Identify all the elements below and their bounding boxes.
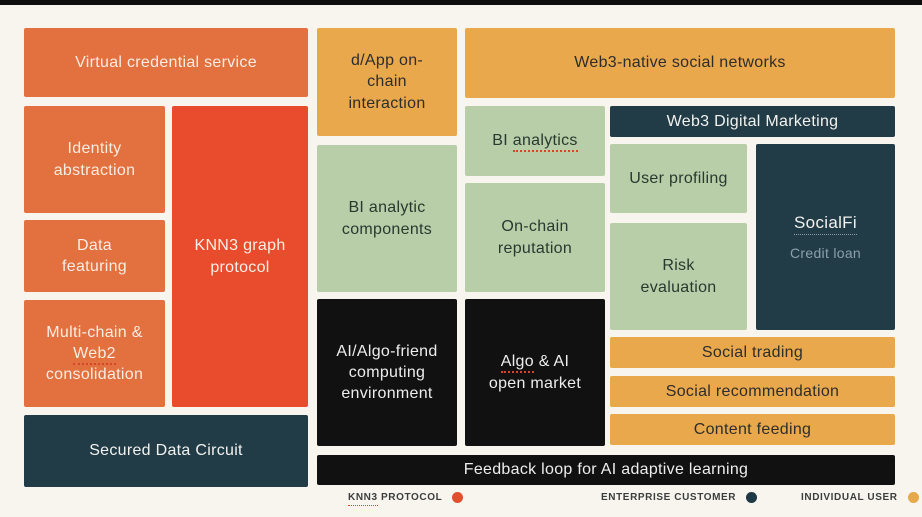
box-web3-digital-marketing: Web3 Digital Marketing: [610, 106, 895, 137]
secured-data-circuit-label: Secured Data Circuit: [89, 442, 243, 460]
box-multichain-web2-consolidation: Multi-chain & Web2 consolidation: [24, 300, 165, 407]
virtual-credential-service-label: Virtual credential service: [75, 53, 257, 71]
box-bi-analytics: BI analytics: [465, 106, 605, 176]
ai-algo-friend-environment-label: AI/Algo-friend computing environment: [336, 342, 438, 403]
risk-evaluation-label: Risk evaluation: [640, 257, 717, 296]
legend-individual-user: INDIVIDUAL USER: [801, 492, 919, 503]
box-identity-abstraction: Identity abstraction: [24, 106, 165, 213]
user-profiling-label: User profiling: [629, 169, 728, 187]
data-featuring-label: Data featuring: [62, 236, 127, 275]
box-dapp-onchain-interaction: d/App on-chain interaction: [317, 28, 457, 136]
box-secured-data-circuit: Secured Data Circuit: [24, 415, 308, 487]
dapp-onchain-interaction-label: d/App on-chain interaction: [348, 52, 426, 112]
legend-knn3-protocol-label: KNN3 PROTOCOL: [348, 492, 442, 506]
box-ai-algo-friend-environment: AI/Algo-friend computing environment: [317, 299, 457, 446]
box-risk-evaluation: Risk evaluation: [610, 223, 747, 330]
box-algo-ai-open-market: Algo & AI open market: [465, 299, 605, 446]
box-virtual-credential-service: Virtual credential service: [24, 28, 308, 97]
socialfi-label: SocialFi Credit loan: [789, 212, 861, 261]
feedback-loop-label: Feedback loop for AI adaptive learning: [463, 461, 749, 479]
legend-enterprise-customer-label: ENTERPRISE CUSTOMER: [601, 492, 737, 503]
box-socialfi: SocialFi Credit loan: [756, 144, 895, 330]
box-social-recommendation: Social recommendation: [610, 376, 895, 407]
box-user-profiling: User profiling: [610, 144, 747, 213]
knn3-graph-protocol-label: KNN3 graph protocol: [194, 237, 286, 276]
socialfi-subtitle: Credit loan: [789, 244, 861, 261]
box-bi-analytic-components: BI analytic components: [317, 145, 457, 292]
top-black-bar: [0, 0, 922, 5]
onchain-reputation-label: On-chain reputation: [497, 218, 573, 257]
web3-native-social-networks-label: Web3-native social networks: [574, 54, 786, 72]
bi-analytics-label: BI analytics: [492, 130, 578, 153]
box-knn3-graph-protocol: KNN3 graph protocol: [172, 106, 308, 407]
box-content-feeding: Content feeding: [610, 414, 895, 445]
social-recommendation-label: Social recommendation: [665, 382, 840, 400]
multichain-web2-consolidation-label: Multi-chain & Web2 consolidation: [45, 323, 144, 384]
box-feedback-loop: Feedback loop for AI adaptive learning: [317, 455, 895, 485]
box-onchain-reputation: On-chain reputation: [465, 183, 605, 292]
legend-enterprise-customer: ENTERPRISE CUSTOMER: [601, 492, 758, 503]
box-social-trading: Social trading: [610, 337, 895, 368]
content-feeding-label: Content feeding: [693, 420, 812, 438]
legend-dot-knn3-protocol: [452, 492, 464, 503]
legend-knn3-protocol: KNN3 PROTOCOL: [348, 492, 464, 506]
identity-abstraction-label: Identity abstraction: [53, 140, 136, 179]
box-web3-native-social-networks: Web3-native social networks: [465, 28, 895, 98]
web3-digital-marketing-label: Web3 Digital Marketing: [666, 112, 839, 130]
algo-ai-open-market-label: Algo & AI open market: [488, 353, 582, 392]
box-data-featuring: Data featuring: [24, 220, 165, 292]
legend-individual-user-label: INDIVIDUAL USER: [801, 492, 898, 503]
bi-analytic-components-label: BI analytic components: [341, 199, 433, 238]
social-trading-label: Social trading: [701, 343, 804, 361]
legend-dot-enterprise-customer: [746, 492, 758, 503]
legend-dot-individual-user: [907, 492, 919, 503]
